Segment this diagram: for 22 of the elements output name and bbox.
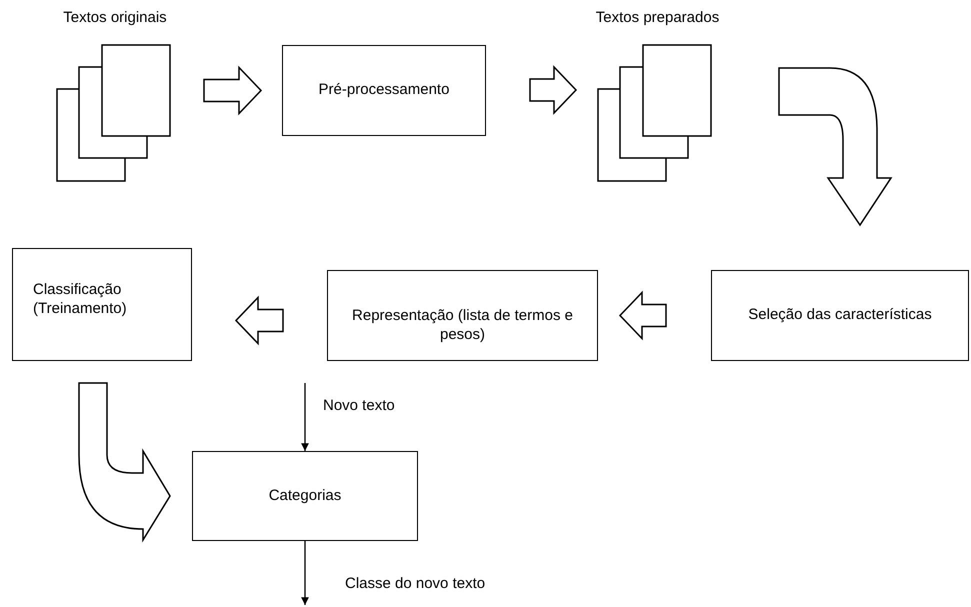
document-label: Textos preparados	[594, 9, 720, 28]
box-label: Categorias	[268, 486, 342, 506]
box-label: Classificação (Treinamento)	[33, 281, 128, 318]
box-label: Representação (lista de termos e pesos)	[351, 306, 574, 344]
block-arrow	[203, 66, 262, 116]
block-arrow	[234, 296, 284, 346]
block-arrow	[778, 67, 892, 226]
box-label: Pré-processamento	[318, 81, 450, 100]
process-box	[12, 248, 192, 361]
edge-label: Classe do novo texto	[345, 575, 486, 594]
box-label: Seleção das características	[748, 306, 932, 325]
process-box	[327, 270, 598, 361]
block-arrow	[78, 382, 171, 541]
arrow	[301, 541, 309, 605]
process-box	[192, 451, 418, 541]
block-arrow	[529, 65, 578, 115]
arrow	[301, 383, 309, 451]
document-label: Textos originais	[62, 9, 168, 28]
edge-label: Novo texto	[323, 397, 395, 416]
process-box	[711, 270, 969, 361]
process-box	[282, 45, 486, 136]
block-arrow	[618, 290, 667, 340]
